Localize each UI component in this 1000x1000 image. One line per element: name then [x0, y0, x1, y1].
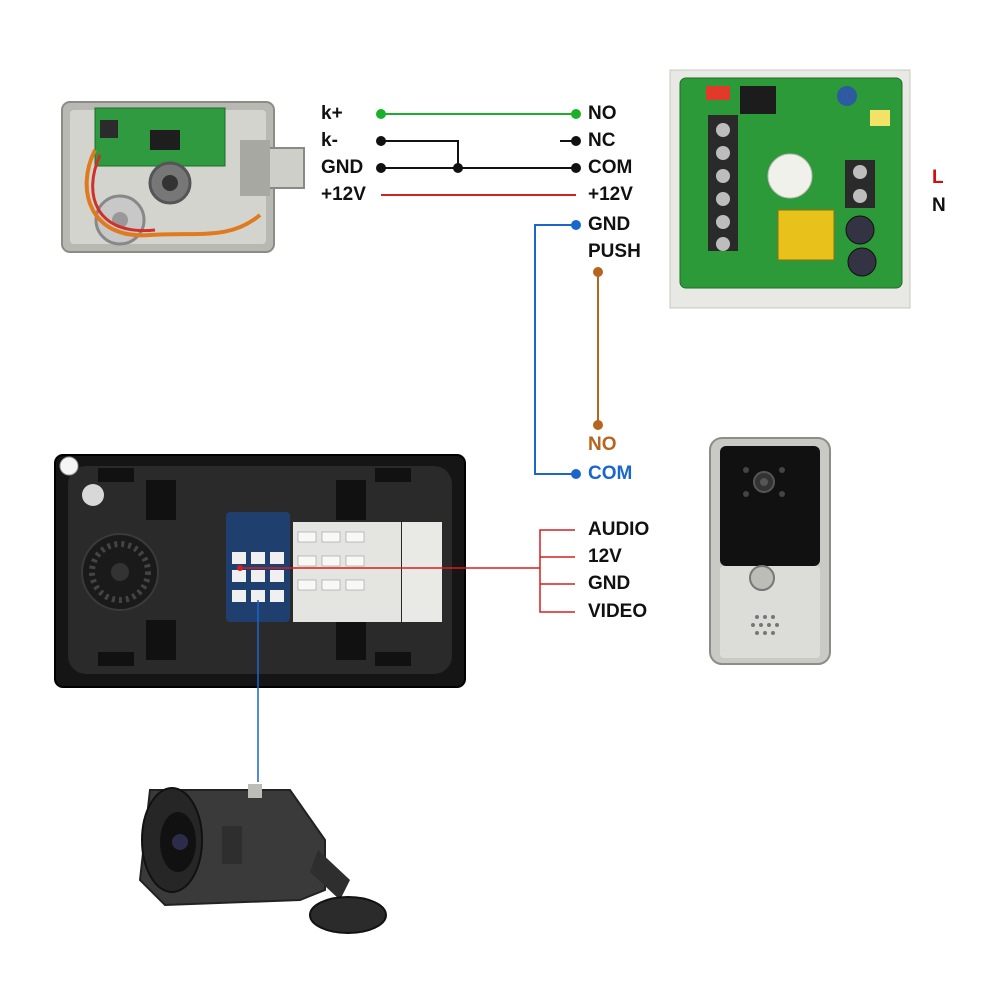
cctv-camera — [138, 784, 387, 934]
dot-psu-no — [571, 109, 581, 119]
indoor-monitor — [54, 454, 466, 688]
dot-monitor-port — [237, 565, 243, 571]
wire-blue-gnd-to-com — [534, 224, 576, 475]
label-outdoor-gnd: GND — [588, 573, 631, 594]
label-psu-no: NO — [588, 103, 617, 124]
dot-psu-nc — [571, 136, 581, 146]
dot-button-com — [571, 469, 581, 479]
label-k-plus: k+ — [321, 103, 343, 124]
label-psu-nc: NC — [588, 130, 616, 151]
connection-dots — [237, 109, 603, 571]
wire-red-outdoor-fan — [539, 529, 575, 613]
label-k-minus: k- — [321, 130, 338, 151]
outdoor-doorbell-station — [709, 437, 831, 665]
dot-junction — [453, 163, 463, 173]
label-outdoor-12v: 12V — [588, 546, 622, 567]
label-psu-12v: +12V — [588, 184, 633, 205]
label-mains-n: N — [932, 195, 946, 216]
dot-lock-gnd — [376, 163, 386, 173]
dot-psu-push — [593, 267, 603, 277]
label-button-com: COM — [588, 463, 633, 484]
dot-button-no — [593, 420, 603, 430]
wire-black-k-minus — [381, 140, 459, 168]
label-button-no: NO — [588, 434, 617, 455]
label-psu-push: PUSH — [588, 241, 641, 262]
label-lock-12v: +12V — [321, 184, 366, 205]
label-audio: AUDIO — [588, 519, 650, 540]
label-psu-gnd: GND — [588, 214, 631, 235]
dot-psu-com — [571, 163, 581, 173]
label-lock-gnd: GND — [321, 157, 364, 178]
dot-psu-gnd — [571, 220, 581, 230]
label-video: VIDEO — [588, 601, 648, 622]
electric-lock — [61, 101, 305, 253]
dot-k-plus — [376, 109, 386, 119]
label-psu-com: COM — [588, 157, 633, 178]
power-supply-board — [669, 69, 911, 309]
wires — [240, 113, 599, 782]
label-mains-l: L — [932, 167, 944, 188]
dot-k-minus — [376, 136, 386, 146]
